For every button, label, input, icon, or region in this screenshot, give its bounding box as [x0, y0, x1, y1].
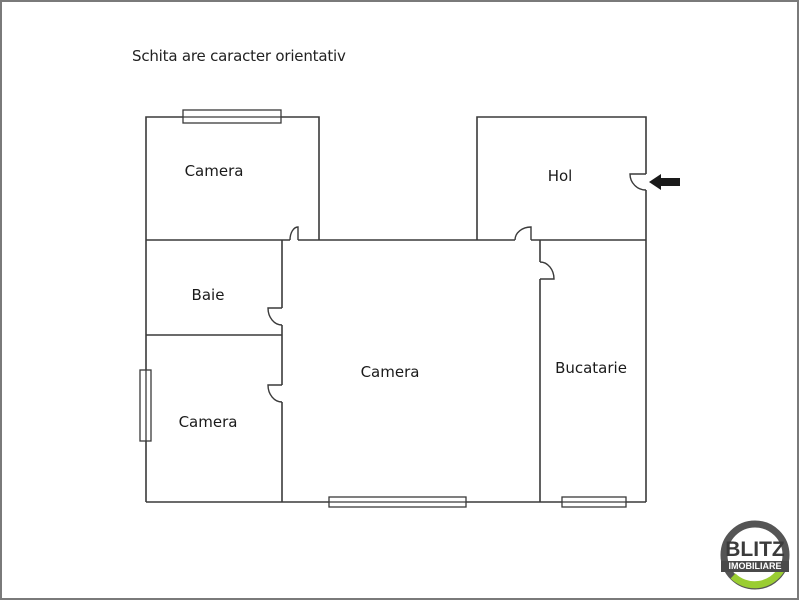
room-label-camera-bottom-left: Camera	[178, 413, 238, 431]
blitz-logo: BLITZ IMOBILIARE	[718, 518, 792, 592]
room-label-camera-center: Camera	[360, 363, 420, 381]
room-label-hol: Hol	[547, 167, 573, 185]
door-camera-top	[289, 226, 299, 241]
room-label-baie: Baie	[191, 286, 225, 304]
logo-subtitle: IMOBILIARE	[721, 561, 789, 572]
door-entrance	[629, 173, 647, 191]
room-label-bucatarie: Bucatarie	[555, 359, 627, 377]
door-baie	[267, 307, 283, 326]
plan-caption: Schita are caracter orientativ	[132, 47, 346, 65]
logo-brand: BLITZ	[725, 538, 785, 561]
entrance-arrow-icon	[649, 174, 680, 190]
windows	[139, 109, 627, 508]
door-camera-bottom-left	[267, 384, 283, 403]
doors	[267, 173, 647, 403]
door-hol-bottom	[514, 226, 532, 241]
walls	[145, 116, 647, 503]
room-label-camera-top-left: Camera	[184, 162, 244, 180]
door-bucatarie	[539, 261, 555, 280]
